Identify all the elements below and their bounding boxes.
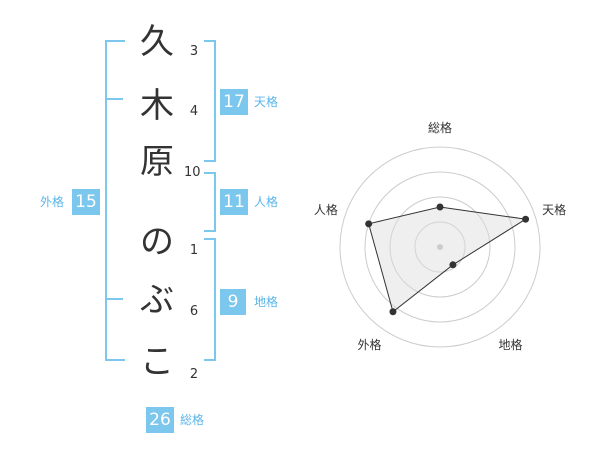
gaikaku-bracket-tick-top xyxy=(105,98,123,100)
tenkaku-value: 17 xyxy=(220,89,248,115)
radar-ring-3 xyxy=(364,171,516,323)
stroke-count-1: 3 xyxy=(189,44,199,59)
gaikaku-bracket xyxy=(105,40,125,361)
stroke-count-2: 4 xyxy=(189,104,199,119)
radar-point-5 xyxy=(365,220,373,228)
radar-axis-label-3: 地格 xyxy=(498,337,523,352)
stroke-count-6: 2 xyxy=(189,367,199,382)
radar-ring-2 xyxy=(389,196,491,298)
tenkaku-bracket xyxy=(204,40,216,162)
radar-ring-1 xyxy=(414,221,466,273)
stroke-count-5: 6 xyxy=(189,304,199,319)
chikaku-label: 地格 xyxy=(254,295,279,309)
name-char-4: の xyxy=(140,222,174,262)
gaikaku-label: 外格 xyxy=(40,195,65,209)
radar-axis-label-5: 人格 xyxy=(313,203,338,218)
radar-axis-label-2: 天格 xyxy=(542,203,567,218)
radar-polygon xyxy=(368,206,528,313)
jinkaku-value: 11 xyxy=(220,189,248,215)
name-char-5: ぶ xyxy=(140,280,174,320)
radar-axis-label-4: 外格 xyxy=(357,337,382,352)
name-char-1: 久 xyxy=(140,22,174,62)
radar-center-dot xyxy=(437,244,443,250)
gaikaku-value: 15 xyxy=(72,189,100,215)
jinkaku-bracket xyxy=(204,172,216,232)
radar-point-2 xyxy=(522,215,530,223)
gaikaku-bracket-tick-bottom xyxy=(105,298,123,300)
radar-point-3 xyxy=(449,261,457,269)
name-char-3: 原 xyxy=(140,142,174,182)
stroke-count-3: 10 xyxy=(184,165,201,180)
name-char-6: こ xyxy=(140,342,174,382)
jinkaku-label: 人格 xyxy=(254,195,279,209)
radar-point-4 xyxy=(389,308,397,316)
name-char-2: 木 xyxy=(140,86,174,126)
soukaku-value: 26 xyxy=(146,407,174,433)
soukaku-label: 総格 xyxy=(180,413,205,427)
radar-point-1 xyxy=(436,203,444,211)
stroke-count-4: 1 xyxy=(189,243,199,258)
chikaku-bracket xyxy=(204,238,216,361)
tenkaku-label: 天格 xyxy=(254,95,279,109)
chikaku-value: 9 xyxy=(220,289,246,315)
radar-axis-label-1: 総格 xyxy=(428,120,453,135)
